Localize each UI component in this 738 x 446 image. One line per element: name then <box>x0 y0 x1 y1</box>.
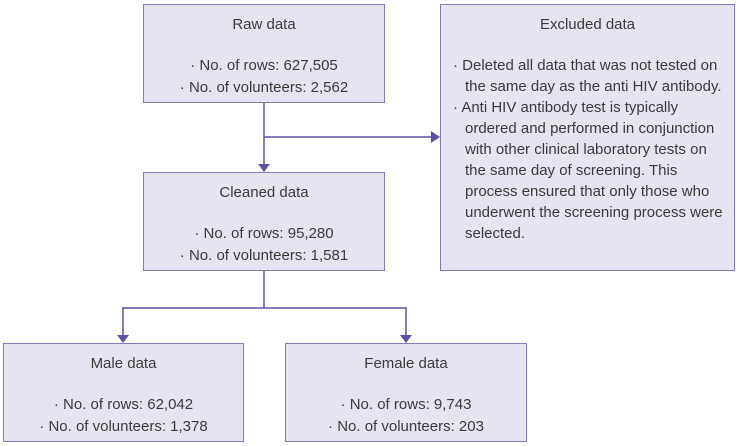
raw-data-box: Raw data · No. of rows: 627,505 · No. of… <box>143 4 385 103</box>
arrowhead-raw-to-cleaned <box>258 164 270 172</box>
male-data-stats: · No. of rows: 62,042 · No. of volunteer… <box>4 394 243 438</box>
excluded-note-1: · Deleted all data that was not tested o… <box>453 57 722 95</box>
male-data-title: Male data <box>90 355 157 372</box>
male-data-box: Male data · No. of rows: 62,042 · No. of… <box>3 343 244 442</box>
female-data-stats: · No. of rows: 9,743 · No. of volunteers… <box>286 394 526 438</box>
arrowhead-branch-to-excluded <box>431 131 440 143</box>
male-volunteers-stat: · No. of volunteers: 1,378 <box>39 418 208 435</box>
excluded-note-2: · Anti HIV antibody test is typically or… <box>453 99 723 242</box>
female-rows-stat: · No. of rows: 9,743 <box>340 396 472 413</box>
raw-rows-stat: · No. of rows: 627,505 <box>190 57 338 74</box>
excluded-data-box: Excluded data · Deleted all data that wa… <box>440 4 735 271</box>
arrowhead-split-to-male <box>117 335 129 343</box>
female-data-box: Female data · No. of rows: 9,743 · No. o… <box>285 343 527 442</box>
cleaned-data-box: Cleaned data · No. of rows: 95,280 · No.… <box>143 172 385 271</box>
female-data-title: Female data <box>364 355 448 372</box>
cleaned-data-stats: · No. of rows: 95,280 · No. of volunteer… <box>144 223 384 267</box>
arrowhead-split-to-female <box>400 335 412 343</box>
excluded-data-title: Excluded data <box>539 16 636 33</box>
raw-volunteers-stat: · No. of volunteers: 2,562 <box>179 79 349 96</box>
male-rows-stat: · No. of rows: 62,042 <box>53 396 194 413</box>
raw-data-stats: · No. of rows: 627,505 · No. of voluntee… <box>144 55 384 99</box>
excluded-data-notes: · Deleted all data that was not tested o… <box>441 55 734 244</box>
cleaned-data-title: Cleaned data <box>219 184 309 201</box>
cleaned-rows-stat: · No. of rows: 95,280 <box>194 225 334 242</box>
female-volunteers-stat: · No. of volunteers: 203 <box>328 418 484 435</box>
cleaned-volunteers-stat: · No. of volunteers: 1,581 <box>179 247 349 264</box>
raw-data-title: Raw data <box>232 16 296 33</box>
